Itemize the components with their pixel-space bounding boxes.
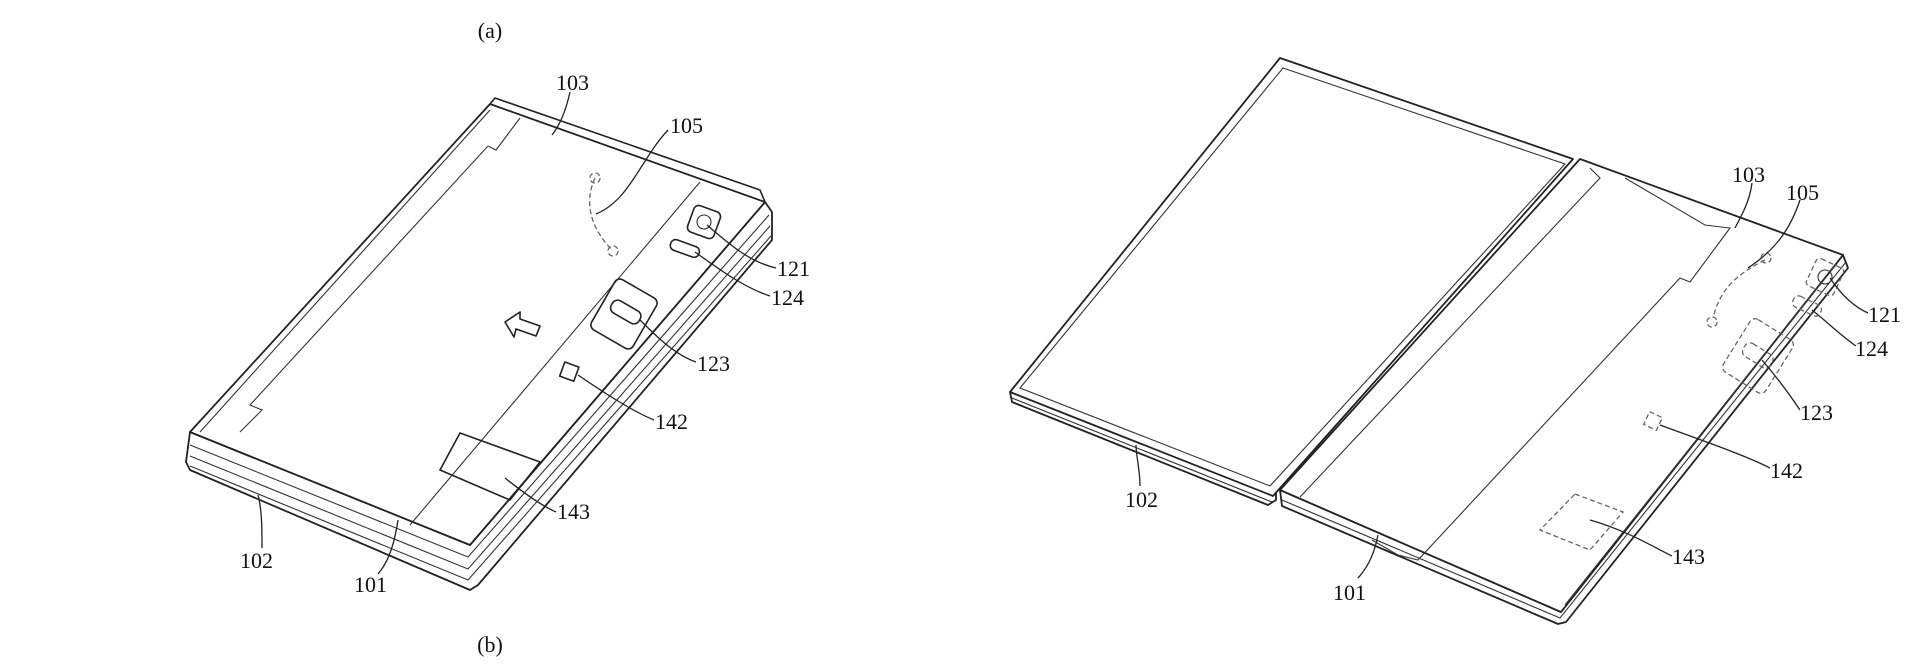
antenna-105 xyxy=(589,177,613,251)
pad-143 xyxy=(1538,493,1625,551)
camera-121 xyxy=(686,204,722,240)
label-142: 142 xyxy=(655,409,688,434)
label-103: 103 xyxy=(1732,162,1765,187)
rear-cover-103 xyxy=(1279,158,1844,613)
label-101: 101 xyxy=(354,572,387,597)
figure-b-device: 103 105 121 124 123 142 143 102 101 xyxy=(1009,57,1901,625)
slide-arrow-icon xyxy=(504,311,541,338)
pad-143 xyxy=(439,432,541,501)
label-142: 142 xyxy=(1770,458,1803,483)
label-123: 123 xyxy=(697,351,730,376)
button-123 xyxy=(1721,318,1795,394)
figure-a-device: (a) 103 105 121 124 123 142 143 102 101 … xyxy=(185,18,810,657)
label-143: 143 xyxy=(557,499,590,524)
flash-124 xyxy=(1791,295,1823,317)
label-101: 101 xyxy=(1333,580,1366,605)
label-124: 124 xyxy=(1855,336,1888,361)
label-121: 121 xyxy=(1868,302,1901,327)
flash-124 xyxy=(669,238,701,259)
label-123: 123 xyxy=(1800,400,1833,425)
label-105: 105 xyxy=(1786,180,1819,205)
figure-b-caption: (b) xyxy=(477,632,503,657)
camera-121 xyxy=(1805,257,1845,297)
sensor-142 xyxy=(1642,410,1664,432)
label-124: 124 xyxy=(771,285,804,310)
antenna-105 xyxy=(1712,259,1766,319)
sensor-142 xyxy=(558,361,580,383)
label-103: 103 xyxy=(556,70,589,95)
figure-a-caption: (a) xyxy=(478,18,502,43)
label-143: 143 xyxy=(1672,544,1705,569)
label-102: 102 xyxy=(1125,487,1158,512)
button-123 xyxy=(590,278,658,350)
display-panel-102 xyxy=(1009,57,1574,497)
rear-cover-103 xyxy=(189,103,766,546)
label-121: 121 xyxy=(777,256,810,281)
label-102: 102 xyxy=(240,548,273,573)
label-105: 105 xyxy=(670,113,703,138)
